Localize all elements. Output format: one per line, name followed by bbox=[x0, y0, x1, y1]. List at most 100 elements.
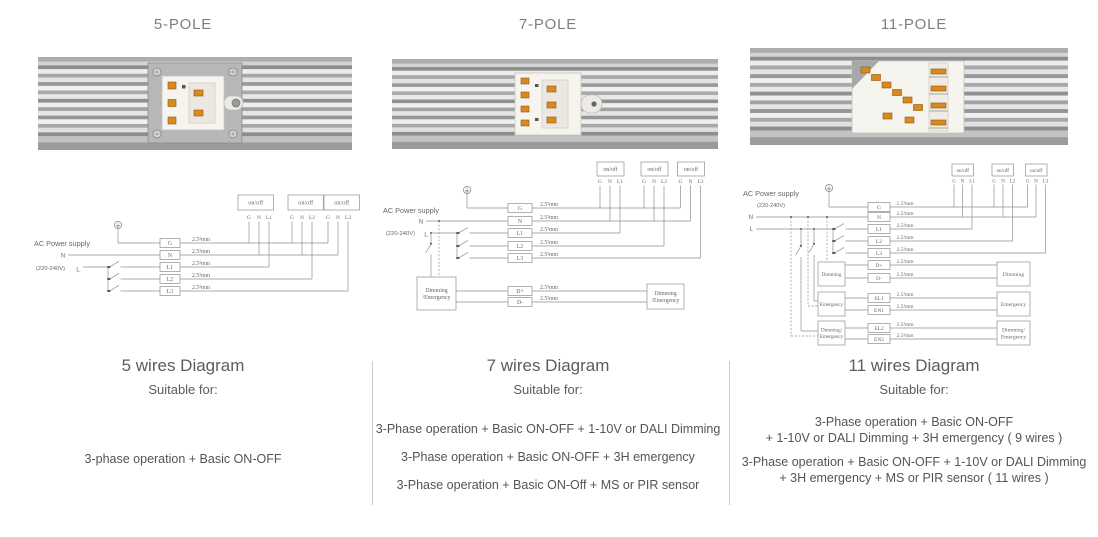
switch-icon bbox=[457, 252, 469, 260]
option-line: 3-phase operation + Basic ON-OFF bbox=[84, 452, 282, 466]
switch-icon bbox=[425, 242, 433, 254]
aux-box-left bbox=[817, 261, 846, 287]
svg-text:N: N bbox=[689, 179, 693, 185]
svg-text:Dimming: Dimming bbox=[1003, 272, 1025, 278]
neutral-label: N bbox=[419, 220, 423, 226]
svg-text:G: G bbox=[679, 179, 683, 185]
onoff-switch-box bbox=[677, 161, 705, 177]
wires-heading-11: 11 wires Diagram bbox=[848, 356, 980, 375]
svg-text:N: N bbox=[257, 215, 261, 221]
svg-text:D-: D- bbox=[876, 276, 882, 282]
wire-size-label: 2.5²mm bbox=[897, 333, 915, 339]
wire-size-label: 2.5²mm bbox=[192, 237, 210, 243]
photo-7-pole-connector bbox=[392, 59, 718, 149]
svg-text:Emergency: Emergency bbox=[820, 302, 844, 308]
svg-text:Dimming/Emergency: Dimming/Emergency bbox=[652, 291, 680, 304]
svg-text:L2: L2 bbox=[517, 244, 524, 250]
voltage-label: (220-240V) bbox=[386, 231, 415, 237]
svg-text:G: G bbox=[992, 180, 996, 185]
svg-text:L2: L2 bbox=[876, 239, 882, 245]
switch-icon bbox=[108, 285, 120, 293]
earth-ground-icon bbox=[825, 183, 834, 192]
aux-box-left bbox=[817, 291, 846, 317]
live-label: L bbox=[76, 268, 80, 274]
svg-text:L2: L2 bbox=[309, 215, 315, 221]
photo-11-pole-connector bbox=[750, 48, 1068, 145]
option-line: 3-Phase operation + Basic ON-OFF + 1-10V… bbox=[375, 422, 721, 436]
svg-text:D+: D+ bbox=[876, 263, 883, 269]
ac-power-supply-label: AC Power supply bbox=[743, 189, 799, 198]
aux-box-left bbox=[416, 276, 457, 311]
svg-text:G: G bbox=[518, 206, 522, 212]
svg-text:L1: L1 bbox=[969, 180, 975, 185]
switch-icon bbox=[457, 227, 469, 235]
svg-text:L2: L2 bbox=[1010, 180, 1016, 185]
svg-text:L3: L3 bbox=[517, 256, 524, 262]
suitable-label-11: Suitable for: bbox=[879, 382, 949, 397]
onoff-switch-box bbox=[596, 161, 625, 177]
wiring-diagram-7-pole: AC Power supplyN(220-240V)LG2.5²mmN2.5²m… bbox=[383, 161, 705, 311]
onoff-switch-box bbox=[991, 163, 1014, 177]
svg-text:L3: L3 bbox=[1043, 180, 1049, 185]
option-line: 3-Phase operation + Basic ON-Off + MS or… bbox=[396, 478, 700, 492]
svg-text:Dimming: Dimming bbox=[822, 272, 842, 278]
onoff-switch-box bbox=[951, 163, 974, 177]
wire-size-label: 2.5²mm bbox=[897, 211, 915, 217]
aux-box-left bbox=[817, 320, 846, 346]
svg-text:on/off: on/off bbox=[996, 167, 1009, 174]
svg-text:L3: L3 bbox=[345, 215, 351, 221]
svg-text:G: G bbox=[952, 180, 956, 185]
svg-text:G: G bbox=[247, 215, 251, 221]
svg-text:on/off: on/off bbox=[647, 166, 661, 173]
svg-text:Dimming/Emergency: Dimming/Emergency bbox=[423, 288, 451, 301]
wires-heading-5: 5 wires Diagram bbox=[121, 356, 245, 375]
column-divider bbox=[372, 361, 373, 505]
earth-ground-icon bbox=[463, 185, 472, 194]
svg-text:N: N bbox=[1001, 180, 1005, 185]
svg-text:G: G bbox=[290, 215, 294, 221]
onoff-switch-box bbox=[287, 194, 324, 211]
onoff-switch-box bbox=[640, 161, 669, 177]
switch-icon bbox=[833, 247, 845, 255]
column-title-7-pole: 7-POLE bbox=[518, 16, 578, 33]
option-line: 3-Phase operation + Basic ON-OFF + 1-10V… bbox=[741, 455, 1087, 485]
wire-size-label: 1.5²mm bbox=[897, 201, 915, 207]
svg-text:N: N bbox=[300, 215, 304, 221]
wire-size-label: 2.5²mm bbox=[897, 247, 915, 253]
svg-text:G: G bbox=[1026, 180, 1030, 185]
svg-text:L3: L3 bbox=[167, 289, 174, 295]
wire-size-label: 2.5²mm bbox=[897, 259, 915, 265]
wire-size-label: 2.5²mm bbox=[192, 261, 210, 267]
option-line: 3-Phase operation + Basic ON-OFF + 3H em… bbox=[401, 450, 695, 464]
svg-text:Emergency: Emergency bbox=[1001, 302, 1027, 308]
svg-text:G: G bbox=[598, 179, 602, 185]
svg-text:N: N bbox=[608, 179, 612, 185]
option-line: 3-Phase operation + Basic ON-OFF + 1-10V… bbox=[765, 415, 1063, 445]
column-divider bbox=[729, 361, 730, 505]
wire-size-label: 2.5²mm bbox=[540, 285, 558, 291]
svg-text:D+: D+ bbox=[516, 289, 523, 295]
wire-size-label: 2.5²mm bbox=[897, 235, 915, 241]
ac-power-supply-label: AC Power supply bbox=[383, 206, 439, 215]
switch-icon bbox=[108, 273, 120, 281]
suitable-label-7: Suitable for: bbox=[513, 382, 583, 397]
photo-5-pole-connector bbox=[38, 57, 352, 150]
svg-text:N: N bbox=[961, 180, 965, 185]
svg-text:L2: L2 bbox=[661, 179, 667, 185]
svg-text:L1: L1 bbox=[617, 179, 623, 185]
neutral-label: N bbox=[749, 215, 753, 221]
wire-size-label: 2.5²mm bbox=[192, 273, 210, 279]
svg-text:on/off: on/off bbox=[956, 167, 969, 174]
svg-text:on/off: on/off bbox=[334, 200, 350, 207]
svg-text:N: N bbox=[1034, 180, 1038, 185]
wire-size-label: 2.5²mm bbox=[540, 296, 558, 302]
svg-text:on/off: on/off bbox=[298, 200, 314, 207]
aux-box-right bbox=[996, 261, 1031, 287]
svg-text:L1: L1 bbox=[876, 227, 882, 233]
wire-size-label: 2.5²mm bbox=[897, 223, 915, 229]
wires-heading-7: 7 wires Diagram bbox=[486, 356, 610, 375]
svg-text:Dimming/Emergency: Dimming/Emergency bbox=[820, 328, 844, 341]
suitable-label-5: Suitable for: bbox=[148, 382, 218, 397]
wiring-diagram-11-pole: AC Power supply(220-240V)NLG1.5²mmN2.5²m… bbox=[743, 163, 1049, 346]
neutral-label: N bbox=[61, 254, 65, 260]
